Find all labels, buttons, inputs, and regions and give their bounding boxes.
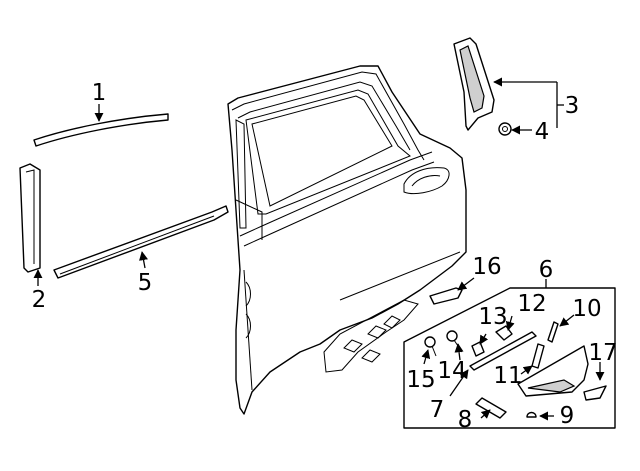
callout-4: 4: [535, 119, 550, 145]
part-1-molding: [33, 113, 169, 147]
part-4-clip: [498, 122, 512, 136]
callout-17: 17: [588, 340, 617, 366]
callout-8: 8: [458, 407, 473, 433]
callout-7: 7: [430, 397, 445, 423]
callout-16: 16: [472, 254, 501, 280]
leader-lines: [33, 77, 605, 421]
callout-5: 5: [138, 270, 153, 296]
rear-door: [227, 65, 467, 415]
part-3-pillar-trim: [453, 37, 495, 131]
part-2-applique: [19, 163, 41, 273]
part-16-seal: [429, 287, 463, 305]
callout-3: 3: [565, 93, 580, 119]
callout-14: 14: [437, 358, 466, 384]
callout-13: 13: [478, 304, 507, 330]
callout-9: 9: [560, 403, 575, 429]
part-5-belt-molding: [53, 205, 229, 279]
callout-labels: 1 2 3 4 5 6 7 8 9 10 11 12 13 14 15 16 1…: [32, 80, 618, 433]
callout-11: 11: [493, 363, 522, 389]
callout-12: 12: [517, 291, 546, 317]
callout-10: 10: [572, 296, 601, 322]
callout-1: 1: [92, 80, 107, 106]
callout-6: 6: [539, 257, 554, 283]
callout-15: 15: [406, 367, 435, 393]
callout-2: 2: [32, 287, 47, 313]
